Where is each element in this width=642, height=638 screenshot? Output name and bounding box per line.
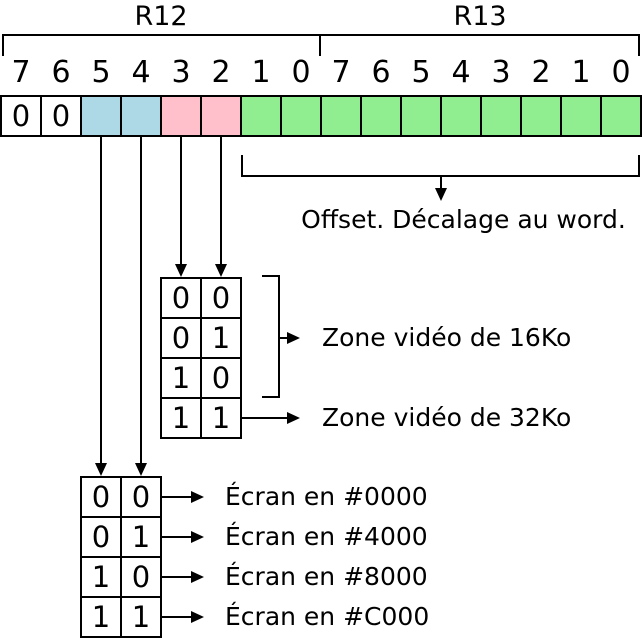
screen-arrow-icon-3 bbox=[191, 611, 204, 623]
screen-arrow-line-2 bbox=[160, 576, 191, 578]
screen-table-cell-r3c1: 1 bbox=[120, 596, 162, 638]
zone16-label: Zone vidéo de 16Ko bbox=[322, 323, 572, 352]
bit-number-3: 4 bbox=[131, 55, 151, 90]
screen-address-label-3: Écran en #C000 bbox=[225, 602, 430, 631]
bit4-arrow-icon bbox=[135, 463, 147, 476]
register-cell-6 bbox=[240, 95, 282, 137]
screen-table-cell-r0c0: 0 bbox=[80, 476, 122, 518]
bit-number-10: 5 bbox=[411, 55, 431, 90]
bit5-arrow-icon bbox=[95, 463, 107, 476]
registers-bracket-divider bbox=[319, 34, 321, 56]
video-zone-16k-bracket bbox=[262, 275, 280, 398]
registers-bracket bbox=[2, 34, 640, 56]
bit-number-13: 2 bbox=[531, 55, 551, 90]
bit-number-6: 1 bbox=[251, 55, 271, 90]
screen-table-cell-r2c0: 1 bbox=[80, 556, 122, 598]
register-cell-0: 0 bbox=[0, 95, 42, 137]
bit-number-7: 0 bbox=[291, 55, 311, 90]
bit-number-2: 5 bbox=[91, 55, 111, 90]
bit-number-12: 3 bbox=[491, 55, 511, 90]
screen-table-cell-r0c1: 0 bbox=[120, 476, 162, 518]
zone16-arrow-icon bbox=[287, 332, 300, 344]
screen-table-cell-r1c0: 0 bbox=[80, 516, 122, 558]
screen-table-cell-r1c1: 1 bbox=[120, 516, 162, 558]
register-cell-12 bbox=[480, 95, 522, 137]
zone32-label: Zone vidéo de 32Ko bbox=[322, 403, 572, 432]
bit-number-0: 7 bbox=[11, 55, 31, 90]
bit2-line bbox=[220, 137, 222, 264]
screen-address-label-1: Écran en #4000 bbox=[225, 522, 428, 551]
register-cell-2 bbox=[80, 95, 122, 137]
register-cell-8 bbox=[320, 95, 362, 137]
video-zone-table-cell-r0c0: 0 bbox=[160, 277, 202, 319]
register-cell-3 bbox=[120, 95, 162, 137]
bit-number-15: 0 bbox=[611, 55, 631, 90]
offset-bracket bbox=[241, 155, 640, 177]
bit-number-9: 6 bbox=[371, 55, 391, 90]
video-zone-table-cell-r1c1: 1 bbox=[200, 317, 242, 359]
register-cell-4 bbox=[160, 95, 202, 137]
zone16-arrow-line bbox=[280, 337, 287, 339]
register-cell-5 bbox=[200, 95, 242, 137]
video-zone-table-cell-r3c1: 1 bbox=[200, 397, 242, 439]
bit3-arrow-icon bbox=[175, 264, 187, 277]
video-zone-table-cell-r3c0: 1 bbox=[160, 397, 202, 439]
register-cell-7 bbox=[280, 95, 322, 137]
register-r12-label: R12 bbox=[134, 1, 188, 32]
screen-arrow-icon-1 bbox=[191, 531, 204, 543]
screen-table-cell-r3c0: 1 bbox=[80, 596, 122, 638]
screen-address-label-2: Écran en #8000 bbox=[225, 562, 428, 591]
bit-number-11: 4 bbox=[451, 55, 471, 90]
offset-arrow-line bbox=[440, 177, 442, 188]
zone32-arrow-line bbox=[242, 417, 287, 419]
video-zone-table-cell-r1c0: 0 bbox=[160, 317, 202, 359]
bit4-line bbox=[140, 137, 142, 463]
screen-arrow-icon-0 bbox=[191, 491, 204, 503]
bit2-arrow-icon bbox=[215, 264, 227, 277]
bit-number-14: 1 bbox=[571, 55, 591, 90]
screen-arrow-line-3 bbox=[160, 616, 191, 618]
register-cell-11 bbox=[440, 95, 482, 137]
screen-address-label-0: Écran en #0000 bbox=[225, 482, 428, 511]
bit3-line bbox=[180, 137, 182, 264]
video-zone-table-cell-r0c1: 0 bbox=[200, 277, 242, 319]
screen-table-cell-r2c1: 0 bbox=[120, 556, 162, 598]
screen-arrow-icon-2 bbox=[191, 571, 204, 583]
bit-number-1: 6 bbox=[51, 55, 71, 90]
register-cell-9 bbox=[360, 95, 402, 137]
offset-arrow-icon bbox=[435, 188, 447, 201]
video-zone-table-cell-r2c1: 0 bbox=[200, 357, 242, 399]
zone32-arrow-icon bbox=[287, 412, 300, 424]
offset-label: Offset. Décalage au word. bbox=[301, 205, 626, 234]
screen-arrow-line-1 bbox=[160, 536, 191, 538]
register-cell-15 bbox=[600, 95, 642, 137]
bit-number-4: 3 bbox=[171, 55, 191, 90]
register-cell-1: 0 bbox=[40, 95, 82, 137]
screen-arrow-line-0 bbox=[160, 496, 191, 498]
register-r13-label: R13 bbox=[453, 1, 507, 32]
bit-number-8: 7 bbox=[331, 55, 351, 90]
register-cell-13 bbox=[520, 95, 562, 137]
register-cell-14 bbox=[560, 95, 602, 137]
register-cell-10 bbox=[400, 95, 442, 137]
bit5-line bbox=[100, 137, 102, 463]
video-zone-table-cell-r2c0: 1 bbox=[160, 357, 202, 399]
bit-number-5: 2 bbox=[211, 55, 231, 90]
